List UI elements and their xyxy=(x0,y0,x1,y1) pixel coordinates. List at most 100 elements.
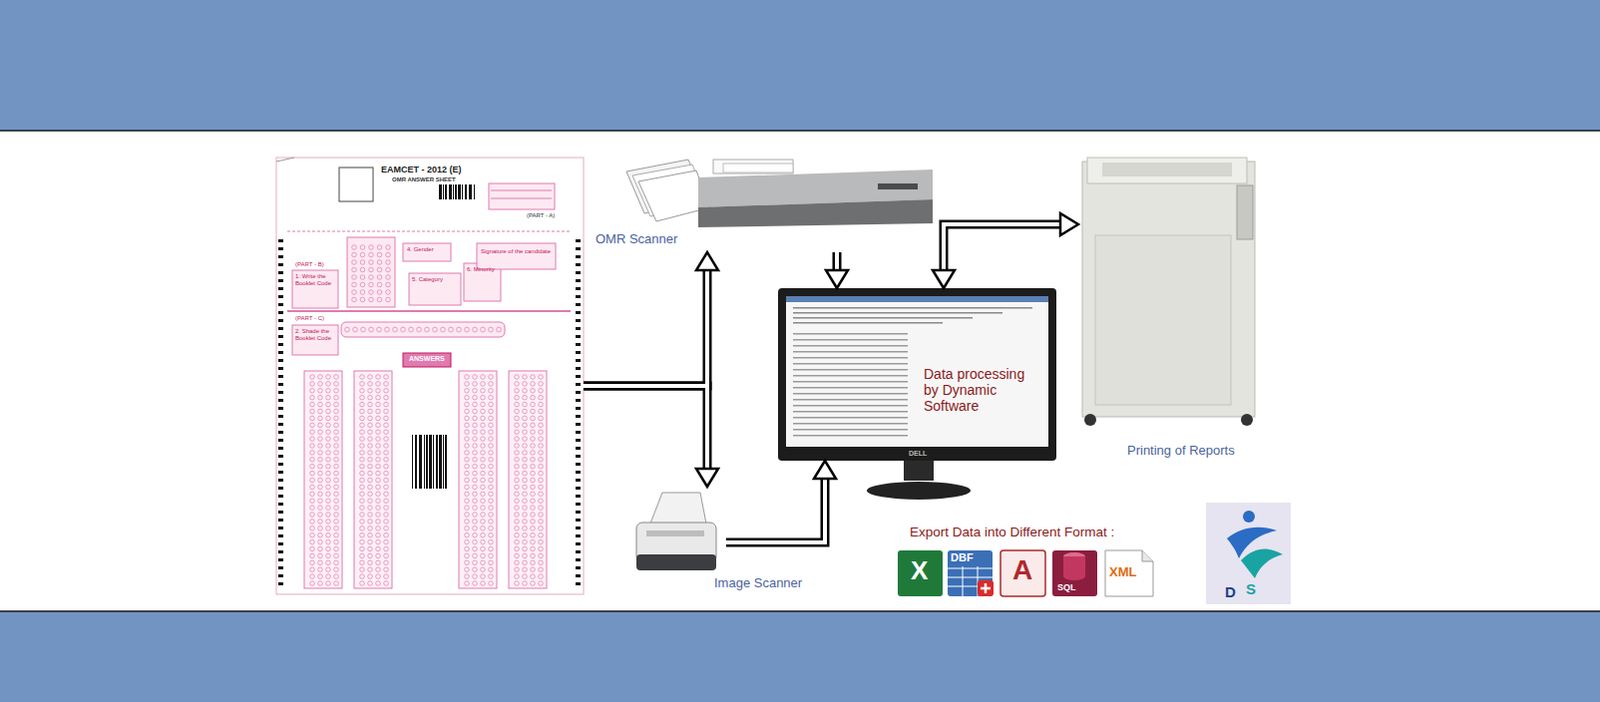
omr-sheet-drawing xyxy=(347,237,396,308)
screen-data xyxy=(793,312,1003,315)
answer-bubbles xyxy=(360,290,366,296)
export-icons xyxy=(977,580,994,597)
omr-scanner-drawing xyxy=(877,183,918,190)
answer-bubbles xyxy=(326,429,332,435)
answer-bubbles xyxy=(310,463,316,469)
answer-bubbles xyxy=(480,463,486,469)
answer-bubbles xyxy=(334,539,340,545)
answer-bubbles xyxy=(522,539,528,545)
answer-bubbles xyxy=(393,327,399,333)
answer-bubbles xyxy=(360,491,366,497)
answer-bubbles xyxy=(386,275,392,281)
answer-bubbles xyxy=(360,436,366,442)
barcode xyxy=(454,184,457,200)
timing-marks xyxy=(278,351,284,355)
answer-bubbles xyxy=(318,477,324,483)
answer-bubbles xyxy=(326,546,332,552)
answer-bubbles xyxy=(326,505,332,511)
answer-bubbles xyxy=(488,463,494,469)
answer-bubbles xyxy=(310,395,316,400)
screen-data xyxy=(793,369,908,372)
answer-bubbles xyxy=(360,560,366,566)
answer-bubbles xyxy=(530,581,536,587)
timing-marks xyxy=(575,295,581,299)
answer-bubbles xyxy=(384,382,390,388)
answer-bubbles xyxy=(538,382,544,388)
field-label: 6. Minority xyxy=(466,266,495,274)
timing-marks xyxy=(278,574,284,578)
answer-bubbles xyxy=(334,375,340,381)
answer-bubbles xyxy=(464,532,470,538)
screen-data xyxy=(793,410,908,413)
answer-bubbles xyxy=(530,477,536,483)
omr-scanner-drawing xyxy=(713,159,794,174)
answer-bubbles xyxy=(514,389,520,395)
answer-bubbles xyxy=(514,574,520,580)
answer-bubbles xyxy=(472,512,478,518)
answer-bubbles xyxy=(530,491,536,497)
answer-bubbles xyxy=(472,408,478,414)
answer-bubbles xyxy=(360,375,366,381)
answer-bubbles xyxy=(464,498,470,504)
answer-bubbles xyxy=(326,498,332,504)
answer-bubbles xyxy=(360,519,366,525)
answer-bubbles xyxy=(530,512,536,518)
export-icons xyxy=(947,566,993,597)
barcode xyxy=(425,434,428,489)
answer-bubbles xyxy=(384,539,390,545)
timing-marks xyxy=(575,478,581,482)
answer-bubbles xyxy=(488,567,494,573)
answer-bubbles xyxy=(360,581,366,587)
timing-marks xyxy=(575,470,581,474)
answer-bubbles xyxy=(464,382,470,388)
answer-bubbles xyxy=(384,415,390,421)
answer-bubbles xyxy=(334,415,340,421)
answer-bubbles xyxy=(368,401,374,407)
answer-bubbles xyxy=(488,553,494,559)
export-icons xyxy=(897,550,1154,597)
answer-bubbles xyxy=(368,463,374,469)
answer-bubbles xyxy=(464,395,470,400)
barcode xyxy=(468,184,472,200)
arrow-head xyxy=(1060,213,1079,236)
answer-bubbles xyxy=(530,463,536,469)
answer-bubbles xyxy=(376,574,382,580)
answer-bubbles xyxy=(310,443,316,449)
answer-bubbles xyxy=(376,581,382,587)
answer-bubbles xyxy=(376,389,382,395)
answer-bubbles xyxy=(480,375,486,381)
answer-bubbles xyxy=(318,470,324,476)
connector-core xyxy=(583,224,1065,543)
answer-bubbles xyxy=(376,519,382,525)
answer-bubbles xyxy=(318,532,324,538)
export-icons xyxy=(1052,550,1098,597)
answer-bubbles xyxy=(522,450,528,456)
answer-bubbles xyxy=(310,498,316,504)
node-text: EAMCET - 2012 (E) xyxy=(381,164,462,175)
answer-bubbles xyxy=(334,498,340,504)
answer-bubbles xyxy=(522,546,528,552)
answer-bubbles xyxy=(488,375,494,381)
answer-bubbles xyxy=(384,526,390,532)
answer-bubbles xyxy=(354,371,393,589)
answer-bubbles xyxy=(368,450,374,456)
answer-bubbles xyxy=(488,415,494,421)
answer-bubbles xyxy=(352,260,358,266)
answer-bubbles xyxy=(376,567,382,573)
answer-bubbles xyxy=(488,519,494,525)
answer-bubbles xyxy=(318,484,324,490)
omr-sheet-drawing xyxy=(287,310,571,313)
answer-bubbles xyxy=(318,539,324,545)
answer-bubbles xyxy=(472,443,478,449)
answer-bubbles xyxy=(472,546,478,552)
arrow-head xyxy=(696,468,719,487)
answer-bubbles xyxy=(530,546,536,552)
answer-bubbles xyxy=(530,429,536,435)
answer-bubbles xyxy=(472,327,478,333)
answer-bubbles xyxy=(384,484,390,490)
answer-bubbles xyxy=(384,375,390,381)
answer-bubbles xyxy=(464,470,470,476)
timing-marks xyxy=(278,414,284,418)
timing-marks xyxy=(278,438,284,442)
logo xyxy=(1205,502,1291,605)
